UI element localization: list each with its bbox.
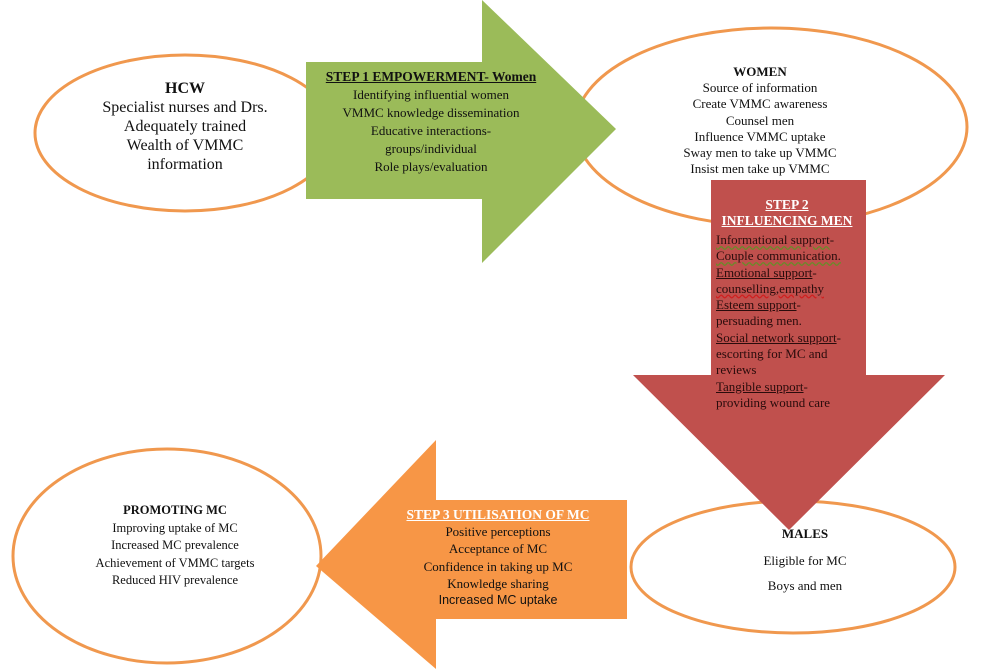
males-line: Boys and men bbox=[767, 578, 843, 594]
promoting-ellipse bbox=[11, 447, 323, 665]
promoting-line: Achievement of VMMC targets bbox=[95, 555, 255, 570]
hcw-line: Adequately trained bbox=[123, 118, 247, 135]
women-line: Influence VMMC uptake bbox=[694, 128, 826, 144]
step2-item: Informational support- bbox=[716, 232, 835, 247]
step2-item: Tangible support- bbox=[716, 378, 808, 394]
promoting-line: Improving uptake of MC bbox=[112, 520, 238, 535]
step2-item-label: Tangible support bbox=[716, 378, 804, 394]
step2-item-label: Social network support bbox=[716, 329, 837, 345]
women-line: Source of information bbox=[702, 80, 818, 96]
step2-item-label: Esteem support bbox=[716, 297, 797, 313]
step2-title: STEP 2 INFLUENCING MEN bbox=[712, 197, 862, 229]
step2-item-detail: escorting for MC and reviews bbox=[716, 346, 828, 378]
step3-title: STEP 3 UTILISATION OF MC bbox=[406, 507, 590, 522]
step2-title-line: STEP 2 bbox=[765, 197, 809, 212]
step3-line: Acceptance of MC bbox=[448, 541, 548, 557]
women-line: Insist men take up VMMC bbox=[690, 161, 830, 177]
males-node: MALES Eligible for MC Boys and men bbox=[700, 526, 910, 594]
promoting-line: Increased MC prevalence bbox=[111, 538, 239, 552]
step2-arrow bbox=[633, 180, 945, 530]
step2-item-label: Informational support bbox=[716, 232, 830, 247]
step2-item-detail: Couple communication. bbox=[716, 248, 841, 264]
hcw-line: information bbox=[147, 156, 223, 173]
step2-item: Emotional support- bbox=[716, 264, 817, 280]
step2-item: Esteem support- bbox=[716, 297, 801, 313]
step3-line: Positive perceptions bbox=[445, 524, 551, 540]
step2-item-detail: persuading men. bbox=[716, 313, 802, 329]
step1-line: Identifying influential women bbox=[353, 87, 509, 102]
promoting-title: PROMOTING MC bbox=[123, 503, 227, 517]
step1-line: groups/individual bbox=[385, 141, 477, 156]
males-line: Eligible for MC bbox=[763, 552, 847, 568]
step1-content: STEP 1 EMPOWERMENT- Women Identifying in… bbox=[305, 68, 557, 176]
step2-item-label: Emotional support bbox=[716, 264, 813, 280]
promoting-node: PROMOTING MC Improving uptake of MC Incr… bbox=[50, 502, 300, 590]
step3-line: Increased MC uptake bbox=[438, 593, 558, 608]
step1-arrow bbox=[306, 0, 616, 263]
step3-line: Knowledge sharing bbox=[447, 575, 549, 591]
step3-arrow bbox=[316, 440, 627, 669]
step3-line: Confidence in taking up MC bbox=[423, 558, 573, 574]
step1-title: STEP 1 EMPOWERMENT- Women bbox=[325, 69, 537, 84]
hcw-node: HCW Specialist nurses and Drs. Adequatel… bbox=[60, 79, 310, 174]
women-line: Counsel men bbox=[725, 112, 795, 128]
hcw-line: Wealth of VMMC bbox=[126, 137, 244, 154]
step3-content: STEP 3 UTILISATION OF MC Positive percep… bbox=[380, 506, 616, 609]
step1-line: Role plays/evaluation bbox=[374, 159, 488, 174]
women-node: WOMEN Source of information Create VMMC … bbox=[640, 64, 880, 177]
step2-item-detail: providing wound care bbox=[716, 394, 831, 410]
step1-line: VMMC knowledge dissemination bbox=[342, 105, 520, 120]
hcw-title: HCW bbox=[165, 80, 205, 97]
step2-item: Social network support- bbox=[716, 329, 841, 345]
women-line: Sway men to take up VMMC bbox=[683, 145, 837, 161]
males-title: MALES bbox=[781, 526, 829, 541]
step2-content: Informational support- Couple communicat… bbox=[716, 232, 866, 411]
step2-title-line: INFLUENCING MEN bbox=[721, 213, 853, 228]
hcw-line: Specialist nurses and Drs. bbox=[102, 99, 268, 116]
promoting-line: Reduced HIV prevalence bbox=[111, 573, 239, 587]
women-title: WOMEN bbox=[733, 64, 787, 79]
women-line: Create VMMC awareness bbox=[692, 96, 828, 112]
step1-line: Educative interactions- bbox=[370, 123, 492, 138]
step2-item-detail: counselling,empathy bbox=[716, 280, 824, 296]
